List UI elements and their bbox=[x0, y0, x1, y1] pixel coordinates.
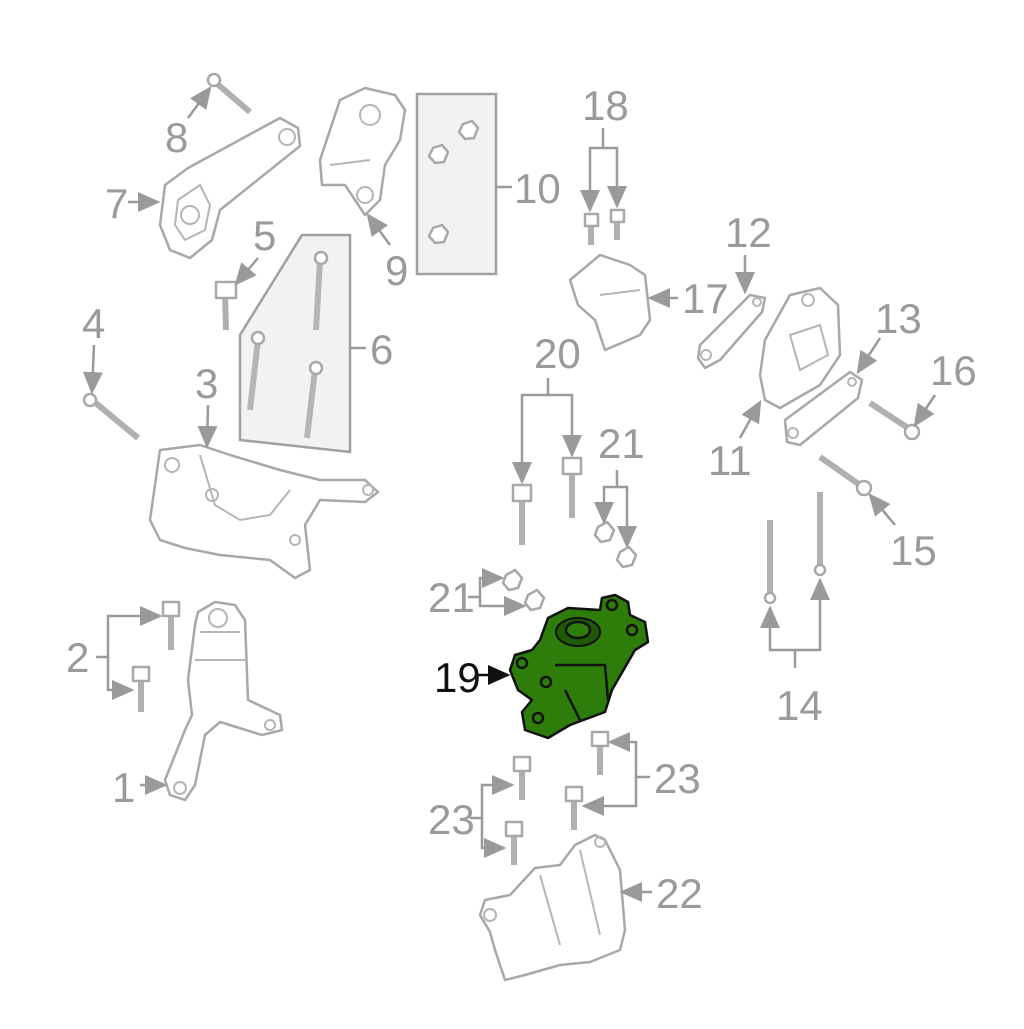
label-6: 6 bbox=[370, 326, 393, 373]
part-2-bolts[interactable] bbox=[131, 600, 181, 712]
label-10: 10 bbox=[514, 165, 561, 212]
label-21-lower: 21 bbox=[428, 574, 475, 621]
part-17-bracket[interactable] bbox=[568, 253, 652, 352]
label-9: 9 bbox=[385, 247, 408, 294]
label-14: 14 bbox=[776, 682, 823, 729]
label-2: 2 bbox=[66, 634, 89, 681]
part-4-bolt[interactable] bbox=[82, 392, 140, 441]
label-21-upper: 21 bbox=[598, 420, 645, 467]
label-19-highlighted: 19 bbox=[434, 654, 481, 701]
part-21-nuts-lower[interactable] bbox=[501, 568, 546, 612]
callout-labels: 8 7 9 10 5 6 4 3 2 1 18 17 12 13 16 11 1… bbox=[66, 82, 977, 917]
label-20: 20 bbox=[534, 330, 581, 377]
label-22: 22 bbox=[656, 870, 703, 917]
part-3-bracket[interactable] bbox=[148, 443, 380, 580]
label-3: 3 bbox=[195, 360, 218, 407]
part-11-mount[interactable] bbox=[758, 286, 842, 410]
part-19-mount-highlighted[interactable] bbox=[508, 593, 650, 740]
part-8-bolt[interactable] bbox=[206, 72, 252, 115]
part-22-bracket[interactable] bbox=[478, 833, 627, 982]
part-7-torque-rod[interactable] bbox=[158, 116, 302, 260]
label-1: 1 bbox=[112, 764, 135, 811]
part-21-nuts-upper[interactable] bbox=[593, 520, 638, 569]
part-23-bolts[interactable] bbox=[504, 730, 610, 865]
part-18-bolts[interactable] bbox=[583, 208, 626, 245]
part-6-bolt-set[interactable] bbox=[238, 233, 352, 454]
label-23-left: 23 bbox=[428, 796, 475, 843]
part-20-bolts[interactable] bbox=[511, 456, 583, 545]
label-7: 7 bbox=[105, 180, 128, 227]
label-15: 15 bbox=[890, 527, 937, 574]
label-11: 11 bbox=[708, 437, 752, 484]
part-9-bracket[interactable] bbox=[318, 86, 407, 217]
label-4: 4 bbox=[82, 300, 105, 347]
part-16-bolt[interactable] bbox=[868, 400, 921, 441]
label-17: 17 bbox=[682, 275, 729, 322]
label-13: 13 bbox=[875, 295, 922, 342]
part-12-strap[interactable] bbox=[696, 293, 767, 370]
part-5-bolt[interactable] bbox=[214, 280, 238, 331]
label-5: 5 bbox=[253, 212, 276, 259]
label-18: 18 bbox=[582, 82, 629, 129]
callout-lines bbox=[82, 85, 937, 902]
label-23-right: 23 bbox=[654, 755, 701, 802]
label-8: 8 bbox=[165, 114, 188, 161]
label-16: 16 bbox=[930, 347, 977, 394]
part-1-mount[interactable] bbox=[163, 600, 284, 802]
part-15-bolt[interactable] bbox=[818, 454, 873, 497]
label-12: 12 bbox=[725, 209, 772, 256]
part-14-studs[interactable] bbox=[763, 492, 827, 605]
part-13-strap[interactable] bbox=[783, 370, 864, 447]
part-10-nut-set[interactable] bbox=[415, 92, 498, 276]
